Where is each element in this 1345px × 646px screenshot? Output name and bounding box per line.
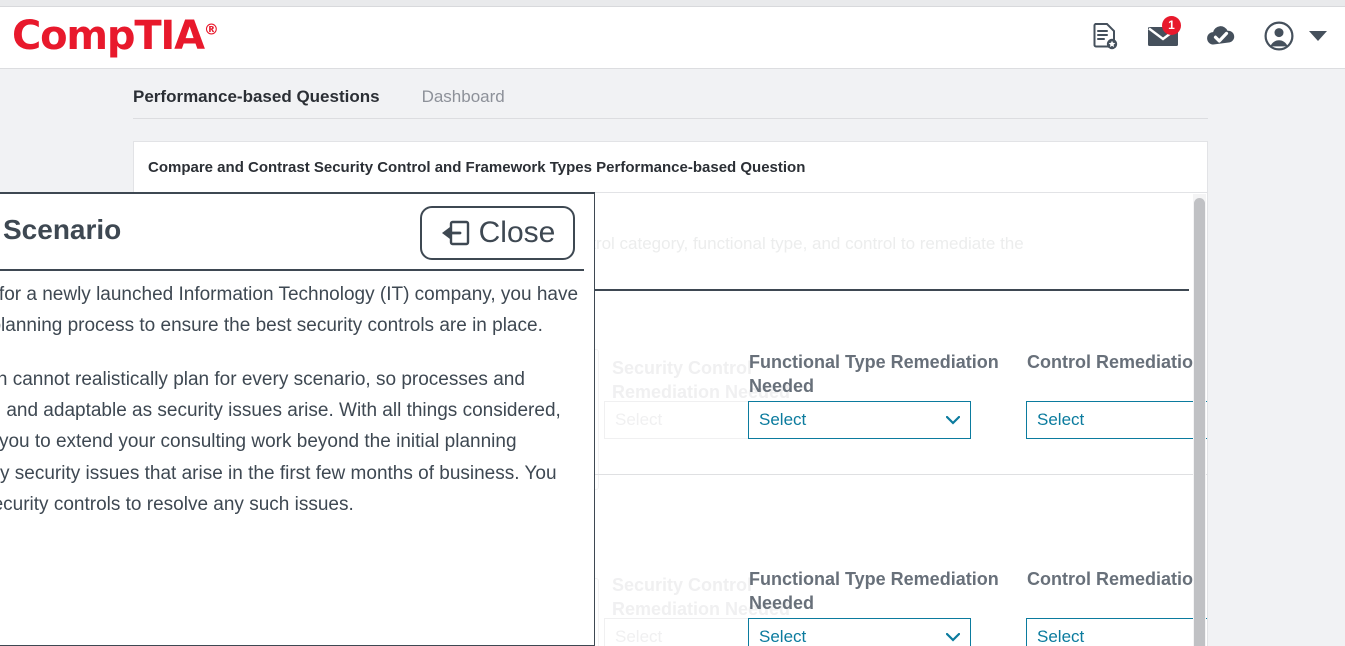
instructions-divider: [149, 289, 1189, 291]
select-control-remediation-2[interactable]: Select: [1026, 618, 1207, 646]
chevron-down-icon[interactable]: [1309, 31, 1327, 41]
tab-performance-based-questions[interactable]: Performance-based Questions: [133, 87, 380, 106]
user-account-icon[interactable]: [1263, 19, 1295, 53]
column-label-control-remediation-1: Control Remediation Needed: [1027, 352, 1207, 372]
modal-paragraph-1: As a security consultant for a newly lau…: [0, 284, 579, 337]
select-value-security-control-1: Select: [615, 410, 663, 429]
select-value-control-remediation-2: Select: [1037, 627, 1085, 646]
tab-dashboard[interactable]: Dashboard: [421, 87, 505, 106]
vertical-scrollbar-thumb[interactable]: [1194, 198, 1205, 646]
select-control-remediation-1[interactable]: Select: [1026, 401, 1207, 439]
column-label-security-control-1: Security Control Remediation Needed: [612, 358, 791, 402]
logo-text: CompTIA: [12, 13, 205, 59]
chevron-down-icon: [946, 415, 960, 425]
scenario-modal: Scenario Close As a security consultant …: [0, 192, 595, 646]
app-header: CompTIA® 1: [0, 7, 1345, 69]
select-value-functional-type-1: Select: [759, 410, 807, 429]
modal-divider: [0, 269, 584, 271]
close-button-label: Close: [478, 216, 556, 249]
card-divider: [134, 192, 1207, 193]
column-label-functional-type-1: Functional Type Remediation Needed: [749, 352, 999, 396]
chevron-down-icon: [946, 632, 960, 642]
mail-icon[interactable]: 1: [1147, 16, 1181, 53]
row-separator: [595, 474, 1207, 475]
document-star-icon[interactable]: [1089, 19, 1121, 53]
browser-chrome-strip: [0, 0, 1345, 7]
select-value-control-remediation-1: Select: [1037, 410, 1085, 429]
select-functional-type-1[interactable]: Select: [748, 401, 971, 439]
card-title: Compare and Contrast Security Control an…: [148, 159, 806, 176]
column-label-security-control-2: Security Control Remediation Needed: [612, 575, 791, 619]
modal-header: Scenario Close: [0, 194, 594, 271]
logo-registered-mark: ®: [203, 20, 219, 39]
modal-title: Scenario: [3, 214, 122, 245]
column-label-control-remediation-2: Control Remediation Needed: [1027, 569, 1207, 589]
select-value-security-control-2: Select: [615, 627, 663, 646]
modal-paragraph-2: However, an organization cannot realisti…: [0, 368, 561, 516]
select-value-functional-type-2: Select: [759, 627, 807, 646]
close-button[interactable]: Close: [420, 206, 575, 260]
header-icon-group: 1: [1089, 16, 1327, 53]
modal-body: As a security consultant for a newly lau…: [0, 279, 594, 542]
select-functional-type-2[interactable]: Select: [748, 618, 971, 646]
comptia-logo[interactable]: CompTIA®: [12, 13, 219, 59]
mail-badge-count: 1: [1162, 16, 1181, 35]
column-label-functional-type-2: Functional Type Remediation Needed: [749, 569, 999, 613]
exit-arrow-icon: [440, 219, 470, 247]
cloud-check-icon[interactable]: [1205, 19, 1237, 53]
page-tabbar: Performance-based Questions Dashboard: [133, 78, 1208, 119]
